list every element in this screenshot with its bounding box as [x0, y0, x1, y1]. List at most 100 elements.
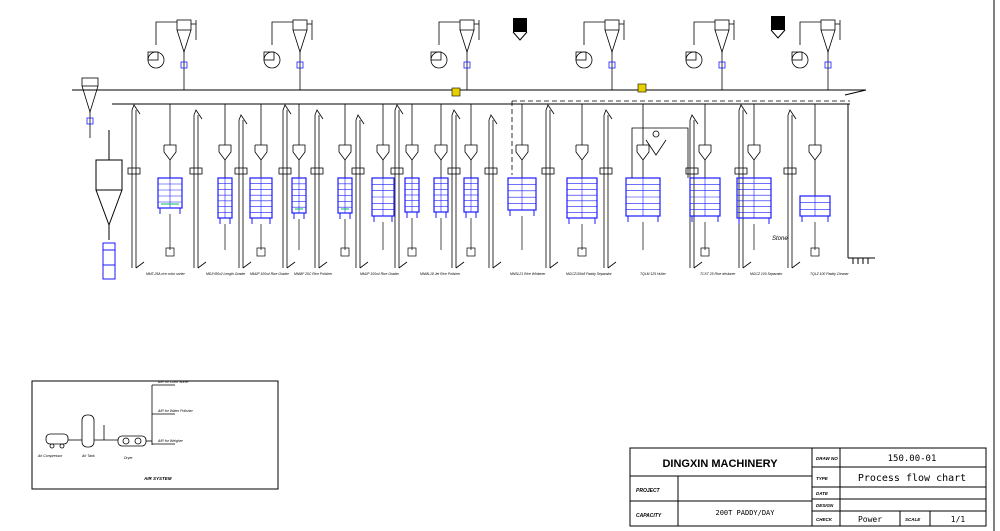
elevator-head: [394, 104, 404, 115]
machine-whitener: [433, 104, 449, 250]
bucket-elevator: [234, 114, 252, 269]
fan-outlet: [430, 51, 442, 61]
machine-huller: [625, 104, 661, 250]
cyclone-unit: [791, 19, 841, 90]
fan-duct: [155, 21, 177, 45]
byproduct-bag: [407, 247, 417, 257]
project-label: PROJECT: [636, 488, 661, 494]
machine-polisher: [291, 104, 307, 250]
air-dryer: [117, 384, 175, 447]
cyclone-cone: [292, 29, 308, 54]
dryer-label: Dryer: [124, 456, 133, 460]
bucket-elevator: [189, 109, 207, 269]
elevator-head: [545, 104, 555, 115]
machine-whitener: [463, 104, 479, 257]
cyclone-head: [820, 19, 836, 31]
fan-duct: [438, 21, 460, 45]
machine-label: MMT-25A rice color sorter: [146, 272, 186, 276]
air-branch-label-3: AIR for Weigher: [157, 439, 184, 443]
diverter-valve: [637, 83, 647, 93]
cyclone-unit: [263, 19, 313, 90]
machine-group: [157, 104, 831, 257]
pre-cleaner-head: [81, 77, 99, 87]
pre-cleaner-valve: [86, 117, 94, 125]
elevator-tag: [278, 167, 292, 175]
machine-label: MDJY80x2 Length Grader: [206, 272, 246, 276]
cyclone-head: [459, 19, 475, 31]
fan-duct: [693, 21, 715, 45]
cyclone-cone: [604, 29, 620, 54]
feed-hopper: [698, 144, 712, 161]
stone-label: Stone: [772, 236, 788, 242]
machine-label: MMJP 100x4 Rice Grader: [360, 272, 400, 276]
fan-outlet: [791, 51, 803, 61]
byproduct-bag: [577, 247, 587, 257]
elevator-head: [689, 114, 699, 125]
elevator-boot: [742, 261, 752, 269]
machine-destoner: [736, 104, 772, 250]
company-name: DINGXIN MACHINERY: [662, 458, 778, 470]
intake-pit: [102, 242, 116, 280]
feed-hopper: [218, 144, 232, 161]
draw-no-value: 150.00-01: [888, 454, 937, 464]
air-tank: [81, 414, 118, 448]
raw-paddy-silo: [95, 130, 123, 240]
elevator-boot: [286, 261, 296, 269]
elevator-tag: [541, 167, 555, 175]
air-system-panel: Air Compressor Air Tank Dryer AIR for Co…: [31, 380, 279, 490]
airlock-valve: [824, 61, 832, 69]
elevator-head: [314, 109, 324, 120]
capacity-label: CAPACITY: [636, 513, 662, 519]
design-label: DESIGN: [816, 503, 834, 508]
type-label: TYPE: [816, 476, 829, 481]
elevator-head: [238, 114, 248, 125]
bucket-elevator: [390, 104, 408, 269]
cyclone-head: [176, 19, 192, 31]
husk-aspiration-frame: [631, 127, 689, 178]
cyclone-cone: [714, 29, 730, 54]
machine-label-group: MMT-25A rice color sorter MDJY80x2 Length…: [146, 272, 850, 276]
airlock-valve: [296, 61, 304, 69]
capacity-value: 200T PADDY/DAY: [715, 509, 775, 517]
byproduct-bag: [256, 247, 266, 257]
airlock-valve: [718, 61, 726, 69]
elevator-boot: [607, 261, 617, 269]
elevator-tag: [599, 167, 613, 175]
scale-value: 1/1: [951, 515, 966, 524]
elevator-tag: [734, 167, 748, 175]
scale-label: SCALE: [905, 517, 921, 522]
feed-hopper: [636, 144, 650, 161]
bucket-elevator: [734, 104, 752, 269]
machine-separator: [507, 104, 537, 250]
type-value: Process flow chart: [858, 473, 966, 484]
machine-label: MGCZ 100 Separator: [750, 272, 783, 276]
elevator-head: [738, 104, 748, 115]
elevator-head: [282, 104, 292, 115]
elevator-boot: [242, 261, 252, 269]
draw-no-label: DRAW NO: [816, 456, 838, 461]
feed-hopper: [338, 144, 352, 161]
cyclone-cone: [459, 29, 475, 54]
magnet-separator: [652, 130, 660, 138]
machine-sorter: [157, 104, 183, 257]
bucket-elevator: [599, 109, 617, 269]
byproduct-bag: [466, 247, 476, 257]
bucket-elevator: [351, 114, 369, 269]
bucket-elevator: [783, 109, 801, 269]
feed-hopper: [464, 144, 478, 161]
elevator-head: [131, 104, 141, 115]
cyclone-unit: [147, 19, 197, 90]
elevator-tag: [310, 167, 324, 175]
check-label: CHECK: [816, 517, 833, 522]
elevator-tag: [447, 167, 461, 175]
pre-cleaner-cyclone: [81, 77, 99, 138]
fan-outlet: [575, 51, 587, 61]
airlock-valve: [180, 61, 188, 69]
elevator-tag: [783, 167, 797, 175]
aspiration-hood: [631, 127, 689, 178]
bucket-elevator: [541, 104, 559, 269]
main-conveyor-lines: [72, 89, 867, 175]
machine-label: MMJP 100x4 Rice Grader: [250, 272, 290, 276]
elevator-tag: [685, 167, 699, 175]
